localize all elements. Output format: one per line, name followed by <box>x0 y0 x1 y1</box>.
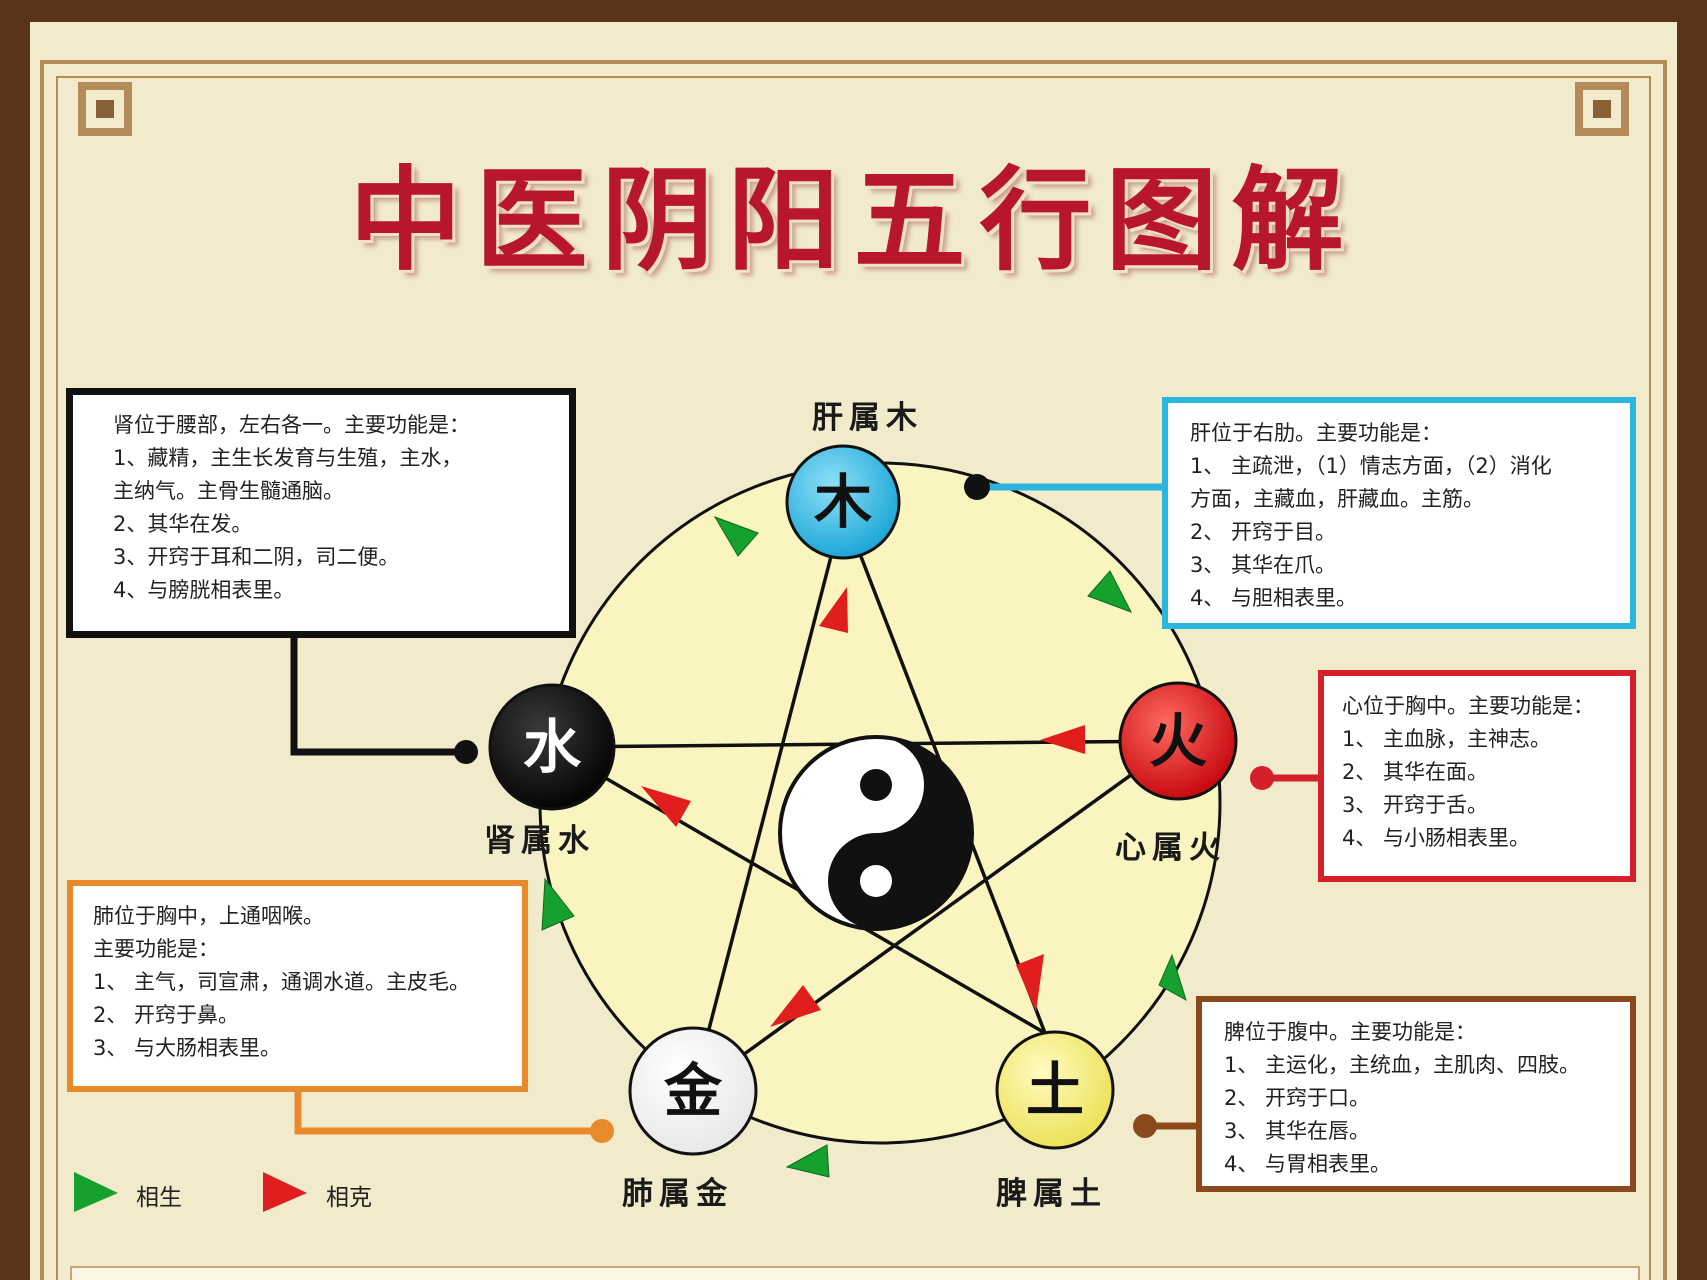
generating-arrows <box>541 516 1187 1178</box>
element-char-metal: 金 <box>664 1057 723 1125</box>
taiji-symbol <box>778 735 974 931</box>
info-box-liver: 肝位于右肋。主要功能是： 1、 主疏泄，（1）情志方面，（2）消化 方面，主藏血… <box>1162 397 1636 629</box>
ke-arrow-metal-wood <box>819 587 848 633</box>
legend-ke-arrow <box>263 1172 307 1212</box>
lung-line: 主要功能是： <box>93 937 219 961</box>
liver-line: 3、 其华在爪。 <box>1190 553 1337 577</box>
ke-arrow-wood-earth <box>1016 954 1044 1012</box>
liver-line: 方面，主藏血，肝藏血。主筋。 <box>1190 487 1484 511</box>
info-box-spleen: 脾位于腹中。主要功能是： 1、 主运化，主统血，主肌肉、四肢。 2、 开窍于口。… <box>1196 996 1636 1192</box>
element-circle-metal <box>628 1026 758 1156</box>
label-kidney-water: 肾属水 <box>484 823 595 859</box>
ke-arrow-earth-water <box>641 786 691 827</box>
legend-sheng-label: 相生 <box>136 1185 182 1211</box>
connector-dot-water <box>454 740 478 764</box>
sheng-arrow-earth-metal <box>785 1144 830 1178</box>
ke-arrow-fire-metal <box>770 985 821 1027</box>
lung-line: 2、 开窍于鼻。 <box>93 1003 240 1027</box>
liver-line: 4、 与胆相表里。 <box>1190 586 1358 610</box>
element-char-wood: 木 <box>814 468 872 536</box>
heart-line: 4、 与小肠相表里。 <box>1342 826 1531 850</box>
element-char-earth: 土 <box>1026 1056 1084 1124</box>
label-spleen-earth: 脾属土 <box>996 1176 1107 1212</box>
connector-dot-earth <box>1133 1114 1157 1138</box>
corner-ornament-left <box>78 82 132 136</box>
sheng-arrow-metal-water <box>541 877 575 931</box>
spleen-line: 脾位于腹中。主要功能是： <box>1224 1020 1476 1044</box>
kidney-line: 肾位于腰部，左右各一。主要功能是： <box>113 413 470 437</box>
kidney-line: 4、与膀胱相表里。 <box>113 578 295 602</box>
heart-line: 1、 主血脉，主神志。 <box>1342 727 1552 751</box>
page-title: 中医阴阳五行图解 <box>349 155 1358 286</box>
spleen-line: 2、 开窍于口。 <box>1224 1086 1371 1110</box>
liver-line: 2、 开窍于目。 <box>1190 520 1337 544</box>
element-circle-earth <box>995 1030 1115 1150</box>
kidney-line: 3、开窍于耳和二阴，司二便。 <box>113 545 400 569</box>
connector-dot-fire <box>1250 766 1274 790</box>
sheng-arrow-fire-earth <box>1158 953 1187 1002</box>
sheng-arrow-wood-fire <box>1087 570 1133 613</box>
info-box-lung: 肺位于胸中，上通咽喉。 主要功能是： 1、 主气，司宣肃，通调水道。主皮毛。 2… <box>67 880 528 1092</box>
connector-dot-metal <box>590 1119 614 1143</box>
lung-line: 1、 主气，司宣肃，通调水道。主皮毛。 <box>93 970 471 994</box>
controlling-arrows <box>641 587 1085 1027</box>
label-heart-fire: 心属火 <box>1115 830 1226 866</box>
line-metal-wood <box>691 509 845 1092</box>
bottom-table-strip <box>70 1266 1640 1280</box>
sheng-arrow-water-wood <box>713 516 759 557</box>
spleen-line: 4、 与胃相表里。 <box>1224 1152 1392 1176</box>
legend-ke-label: 相克 <box>326 1185 372 1211</box>
element-char-fire: 火 <box>1149 707 1207 775</box>
line-fire-metal <box>691 739 1180 1093</box>
ke-arrow-water-fire <box>1040 725 1085 754</box>
element-circle-fire <box>1118 681 1238 801</box>
info-box-heart: 心位于胸中。主要功能是： 1、 主血脉，主神志。 2、 其华在面。 3、 开窍于… <box>1318 670 1636 882</box>
element-circle-water <box>488 683 616 811</box>
info-box-kidney: 肾位于腰部，左右各一。主要功能是： 1、藏精，主生长发育与生殖，主水， 主纳气。… <box>66 388 576 638</box>
label-liver-wood: 肝属木 <box>812 400 923 436</box>
element-char-water: 水 <box>523 713 582 781</box>
label-lung-metal: 肺属金 <box>622 1176 733 1212</box>
lung-line: 3、 与大肠相表里。 <box>93 1036 282 1060</box>
heart-line: 2、 其华在面。 <box>1342 760 1489 784</box>
connector-dot-wood <box>964 474 990 500</box>
legend <box>74 1172 307 1212</box>
heart-line: 3、 开窍于舌。 <box>1342 793 1489 817</box>
kidney-line: 主纳气。主骨生髓通脑。 <box>113 479 344 503</box>
liver-line: 肝位于右肋。主要功能是： <box>1190 421 1442 445</box>
element-circle-wood <box>785 444 901 560</box>
heart-line: 心位于胸中。主要功能是： <box>1342 694 1594 718</box>
legend-sheng-arrow <box>74 1172 118 1212</box>
kidney-line: 2、其华在发。 <box>113 512 253 536</box>
lung-line: 肺位于胸中，上通咽喉。 <box>93 904 324 928</box>
spleen-line: 3、 其华在唇。 <box>1224 1119 1371 1143</box>
liver-line: 1、 主疏泄，（1）情志方面，（2）消化 <box>1190 454 1552 478</box>
corner-ornament-right <box>1575 82 1629 136</box>
spleen-line: 1、 主运化，主统血，主肌肉、四肢。 <box>1224 1053 1581 1077</box>
element-nodes: 木火土 金 水 <box>488 444 1238 1156</box>
kidney-line: 1、藏精，主生长发育与生殖，主水， <box>113 446 463 470</box>
